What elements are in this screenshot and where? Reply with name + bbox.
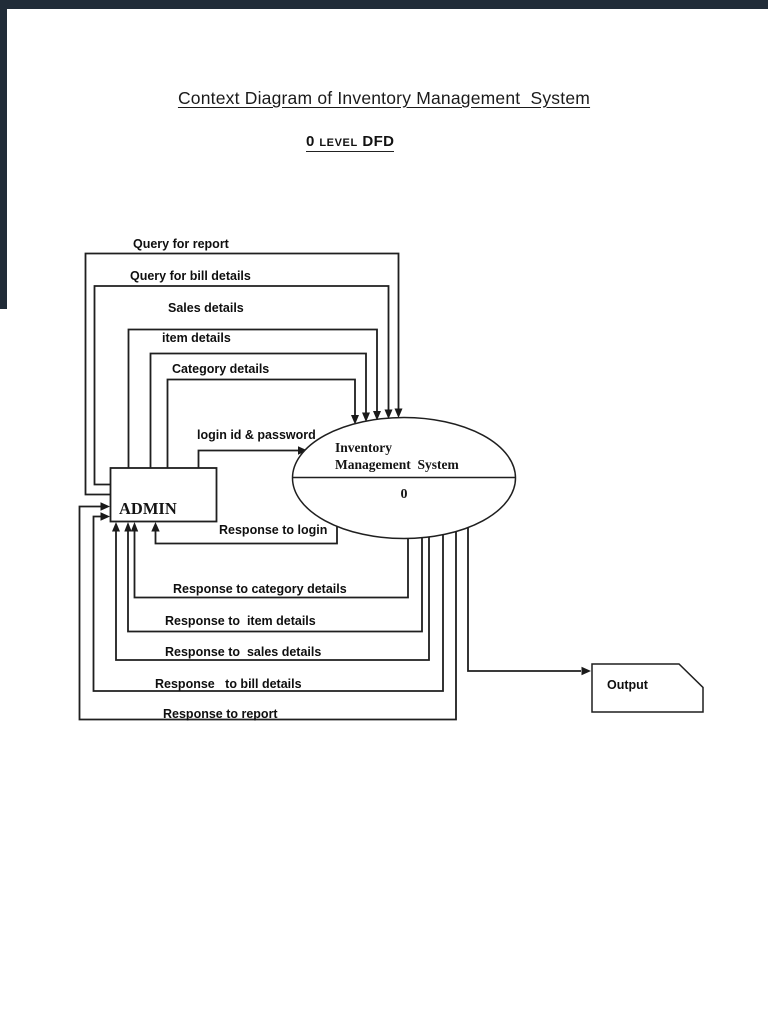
label-response-to-item-details: Response to item details [165, 614, 316, 628]
admin-entity-label: ADMIN [119, 499, 177, 518]
label-login-id-password: login id & password [197, 428, 316, 442]
flow-login-id-password-line [197, 449, 298, 468]
flow-response-to-category-details-arrowhead [130, 522, 139, 532]
flow-to-output-line [467, 527, 581, 672]
flow-response-to-item-details-line [127, 531, 423, 633]
output-shape [591, 663, 704, 713]
flow-response-to-bill-details-line [92, 515, 444, 692]
process-number: 0 [400, 487, 408, 502]
subtitle-prefix: 0 [306, 133, 320, 150]
flow-response-to-report-line [78, 505, 457, 721]
flow-item-details-arrowhead [362, 412, 370, 422]
flow-response-to-item-details-arrowhead [124, 522, 132, 532]
flow-category-details-arrowhead [351, 415, 359, 425]
flow-query-for-bill-details-line [93, 285, 390, 486]
flow-to-output-arrowhead [581, 666, 591, 676]
flow-query-for-report-arrowhead [394, 408, 403, 418]
label-item-details: item details [162, 331, 231, 345]
label-response-to-login: Response to login [219, 523, 328, 537]
flow-response-to-report-arrowhead [100, 502, 110, 511]
flow-sales-details-line [127, 328, 378, 468]
flow-category-details-line [166, 378, 356, 468]
flow-response-to-sales-details-arrowhead [112, 522, 120, 532]
viewer-left-edge [0, 0, 7, 309]
flow-sales-details-arrowhead [373, 411, 381, 421]
flow-response-to-category-details-line [133, 531, 409, 599]
label-response-to-bill-details: Response to bill details [155, 677, 302, 691]
viewer-top-edge [0, 0, 768, 9]
flow-login-id-password-arrowhead [298, 446, 308, 455]
flow-response-to-sales-details-line [115, 531, 430, 661]
label-response-to-report: Response to report [163, 707, 278, 721]
page-title: Context Diagram of Inventory Management … [177, 88, 591, 108]
output-label: Output [607, 678, 648, 692]
label-response-to-sales-details: Response to sales details [165, 645, 322, 659]
process-name-line1: Inventory [335, 440, 392, 455]
flow-item-details-line [149, 352, 367, 468]
admin-entity-box [109, 467, 218, 523]
label-query-for-report: Query for report [133, 237, 229, 251]
flow-query-for-bill-details-arrowhead [384, 409, 393, 419]
label-sales-details: Sales details [168, 301, 244, 315]
label-category-details: Category details [172, 362, 270, 376]
page-subtitle: 0 LEVEL DFD [306, 133, 395, 152]
label-query-for-bill-details: Query for bill details [130, 269, 251, 283]
flow-response-to-login-arrowhead [151, 522, 160, 532]
flow-query-for-report-line [84, 252, 400, 496]
process-name-line2: Management System [335, 457, 459, 472]
subtitle-smallcaps: LEVEL [319, 137, 358, 149]
subtitle-suffix: DFD [357, 133, 395, 150]
label-response-to-category-details: Response to category details [173, 582, 347, 596]
flow-response-to-bill-details-arrowhead [100, 512, 110, 521]
flow-response-to-login-line [154, 526, 338, 545]
